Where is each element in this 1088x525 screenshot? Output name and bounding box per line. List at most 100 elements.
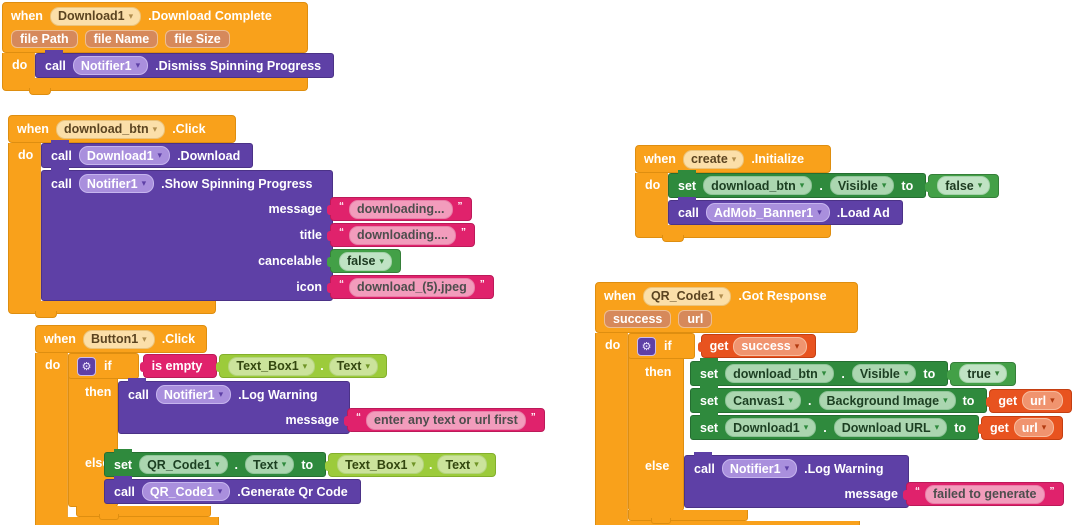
param-pill-file-path[interactable]: file Path [11, 29, 78, 48]
component-dropdown[interactable]: Download1 ▾ [49, 6, 142, 26]
event-header[interactable]: when download_btn ▾ .Click [8, 115, 236, 143]
call-download-block[interactable]: call Download1 ▾ .Download [41, 140, 254, 168]
set-qr-code-text-block[interactable]: set QR_Code1 ▾ . Text ▾ [104, 449, 327, 477]
is-empty-block[interactable]: is empty [139, 354, 218, 378]
string-block-icon[interactable]: “ download_(5).jpeg ” [327, 275, 494, 299]
component-dropdown[interactable]: Notifier1 ▾ [78, 174, 155, 193]
chevron-down-icon: ▾ [788, 395, 794, 405]
component-dropdown[interactable]: Notifier1 ▾ [155, 385, 232, 404]
event-footer [8, 301, 216, 318]
call-log-warning-block[interactable]: call Notifier1 ▾ .Log Warning message [118, 378, 545, 434]
gear-icon[interactable]: ⚙ [637, 336, 656, 356]
chevron-down-icon: ▾ [1041, 422, 1047, 432]
logic-true-block[interactable]: true ▾ [947, 361, 1017, 386]
string-field[interactable]: enter any text or url first [366, 410, 526, 430]
component-dropdown[interactable]: Text_Box1 ▾ [337, 455, 424, 474]
component-dropdown-label: Download1 [733, 420, 800, 435]
string-field[interactable]: failed to generate [925, 484, 1045, 504]
param-pill-url[interactable]: url [678, 309, 713, 328]
logic-dropdown[interactable]: true ▾ [959, 364, 1008, 383]
component-dropdown[interactable]: AdMob_Banner1 ▾ [705, 203, 830, 222]
event-block-qr-got-response[interactable]: when QR_Code1 ▾ .Got Response success ur… [595, 282, 1072, 525]
property-dropdown[interactable]: Visible ▾ [851, 364, 917, 383]
property-dropdown[interactable]: Text ▾ [437, 455, 487, 474]
string-field[interactable]: download_(5).jpeg [349, 277, 475, 297]
logic-false-block[interactable]: false ▾ [326, 249, 402, 273]
event-header[interactable]: when QR_Code1 ▾ .Got Response success ur… [595, 282, 858, 333]
event-header[interactable]: when create ▾ .Initialize [635, 145, 831, 173]
quote-close: ” [1049, 486, 1055, 497]
chevron-down-icon: ▾ [718, 290, 724, 301]
chevron-down-icon: ▾ [141, 178, 147, 188]
if-else-block[interactable]: ⚙ if is empty Text_Box1 ▾ [68, 353, 545, 520]
event-header[interactable]: when Download1 ▾ .Download Complete file… [2, 2, 308, 53]
gear-icon[interactable]: ⚙ [77, 356, 96, 376]
quote-close: ” [530, 412, 536, 423]
textbox-text-getter-block[interactable]: Text_Box1 ▾ . Text ▾ [216, 354, 387, 378]
component-dropdown[interactable]: QR_Code1 ▾ [139, 455, 228, 474]
component-dropdown[interactable]: Canvas1 ▾ [725, 391, 802, 410]
set-download1-download-url-block[interactable]: set Download1 ▾ . Download URL ▾ [690, 412, 979, 440]
variable-dropdown[interactable]: success ▾ [733, 336, 808, 356]
get-success-block[interactable]: get success ▾ [697, 334, 817, 358]
string-block-message[interactable]: “ downloading... ” [327, 197, 472, 221]
textbox-text-getter-block[interactable]: Text_Box1 ▾ . Text ▾ [325, 452, 496, 477]
param-pill-success[interactable]: success [604, 309, 672, 328]
event-block-button1-click[interactable]: when Button1 ▾ .Click do ⚙ if [35, 325, 545, 525]
property-dropdown-label: Visible [859, 366, 900, 381]
property-dropdown[interactable]: Background Image ▾ [818, 391, 956, 410]
string-block-failed-message[interactable]: “ failed to generate ” [903, 482, 1064, 506]
event-block-screen-initialize[interactable]: when create ▾ .Initialize do set downloa… [635, 145, 1000, 242]
property-dropdown[interactable]: Download URL ▾ [833, 418, 948, 437]
logic-dropdown[interactable]: false ▾ [339, 251, 393, 271]
method-name: .Log Warning [238, 387, 318, 402]
logic-dropdown[interactable]: false ▾ [937, 176, 991, 195]
variable-dropdown[interactable]: url ▾ [1013, 418, 1055, 437]
chevron-down-icon: ▾ [217, 486, 223, 496]
string-field[interactable]: downloading.... [349, 225, 456, 245]
call-load-ad-block[interactable]: call AdMob_Banner1 ▾ .Load Ad [668, 197, 903, 225]
string-block-warning-message[interactable]: “ enter any text or url first ” [344, 408, 545, 432]
event-block-download-btn-click[interactable]: when download_btn ▾ .Click do call Downl… [8, 115, 494, 318]
string-block-title[interactable]: “ downloading.... ” [327, 223, 475, 247]
method-name: .Generate Qr Code [237, 484, 348, 499]
get-url-block[interactable]: get url ▾ [977, 415, 1064, 440]
component-dropdown[interactable]: create ▾ [682, 149, 745, 169]
component-dropdown[interactable]: Notifier1 ▾ [72, 56, 149, 75]
property-dropdown[interactable]: Text ▾ [328, 356, 378, 376]
quote-close: ” [457, 201, 463, 212]
get-url-block[interactable]: get url ▾ [986, 388, 1072, 413]
event-block-download-complete[interactable]: when Download1 ▾ .Download Complete file… [2, 2, 335, 95]
param-pill-file-name[interactable]: file Name [84, 29, 159, 48]
component-dropdown[interactable]: Download1 ▾ [78, 146, 171, 165]
component-dropdown[interactable]: Download1 ▾ [725, 418, 817, 437]
if-else-block[interactable]: ⚙ if get success ▾ [628, 333, 1072, 524]
call-show-spinning-progress-block[interactable]: call Notifier1 ▾ .Show Spinning Progress… [41, 167, 494, 301]
method-name: .Load Ad [836, 205, 890, 220]
property-dropdown[interactable]: Visible ▾ [829, 176, 895, 195]
logic-false-block[interactable]: false ▾ [925, 173, 1000, 198]
call-log-warning-block[interactable]: call Notifier1 ▾ .Log Warning message [684, 452, 1064, 508]
property-dropdown[interactable]: Text ▾ [245, 455, 295, 474]
component-dropdown[interactable]: Notifier1 ▾ [721, 459, 798, 478]
call-generate-qr-code-block[interactable]: call QR_Code1 ▾ .Generate Qr Code [104, 476, 361, 504]
string-field[interactable]: downloading... [349, 199, 453, 219]
component-dropdown[interactable]: Text_Box1 ▾ [228, 356, 316, 376]
set-download-btn-visible-block[interactable]: set download_btn ▾ . Visible ▾ [690, 358, 949, 386]
arg-label-message: message [268, 202, 322, 216]
component-dropdown[interactable]: Button1 ▾ [82, 329, 155, 349]
component-dropdown[interactable]: download_btn ▾ [55, 119, 166, 139]
call-dismiss-spinning-progress-block[interactable]: call Notifier1 ▾ .Dismiss Spinning Progr… [35, 50, 335, 78]
param-pill-file-size[interactable]: file Size [165, 29, 230, 48]
set-canvas-background-image-block[interactable]: set Canvas1 ▾ . Background Image ▾ [690, 385, 988, 413]
set-download-btn-visible-block[interactable]: set download_btn ▾ . Visible ▾ to [668, 170, 927, 198]
component-dropdown[interactable]: QR_Code1 ▾ [642, 286, 732, 306]
chevron-down-icon: ▾ [379, 255, 385, 266]
event-header[interactable]: when Button1 ▾ .Click [35, 325, 207, 353]
variable-dropdown[interactable]: url ▾ [1022, 391, 1063, 410]
component-dropdown-label: Button1 [90, 332, 139, 346]
component-dropdown[interactable]: QR_Code1 ▾ [141, 482, 231, 501]
component-dropdown[interactable]: download_btn ▾ [725, 364, 835, 383]
component-dropdown[interactable]: download_btn ▾ [703, 176, 813, 195]
